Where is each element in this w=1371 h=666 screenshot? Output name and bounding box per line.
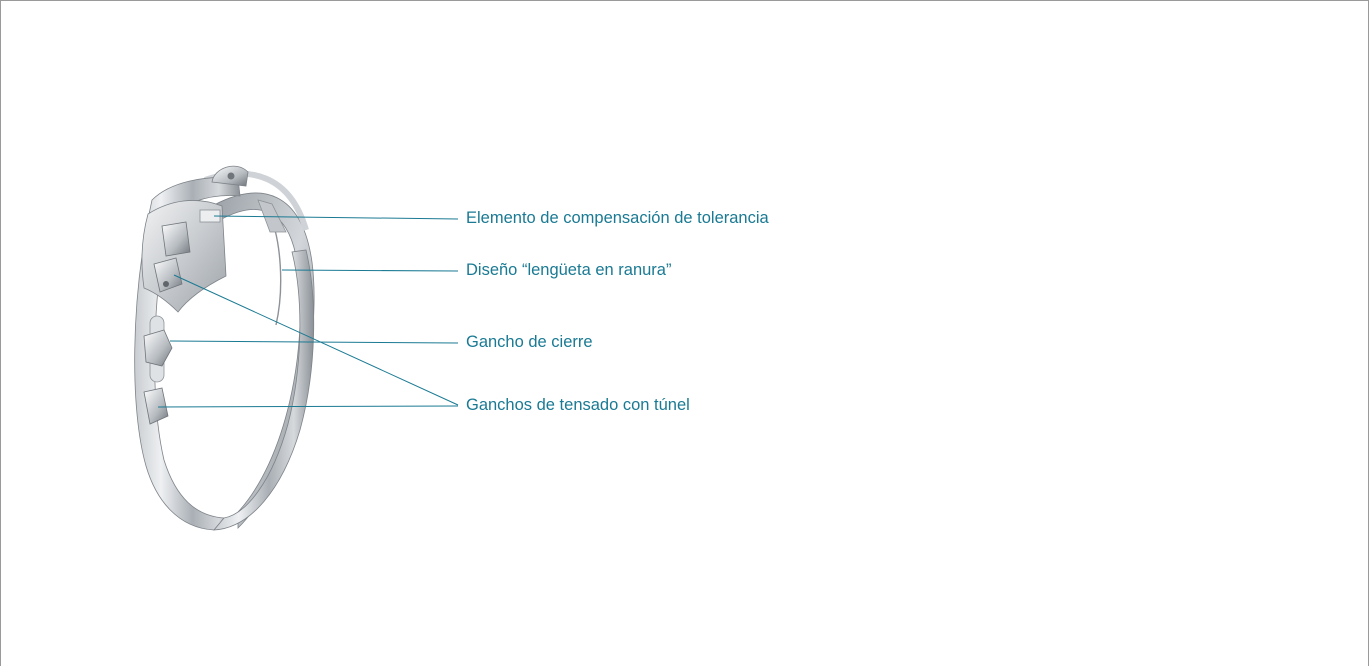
leader-lines	[157, 215, 459, 408]
label-tension-hooks: Ganchos de tensado con túnel	[466, 396, 690, 414]
label-closure-hook: Gancho de cierre	[466, 333, 593, 351]
leader-closure	[169, 340, 459, 344]
clamp-image	[134, 165, 315, 531]
hook-tunnel-1	[153, 257, 183, 293]
leader-tongue	[281, 269, 459, 272]
hook-upper	[161, 221, 191, 257]
label-tongue-in-slot: Diseño “lengüeta en ranura”	[466, 261, 672, 279]
leader-tension-2	[157, 405, 459, 408]
label-tolerance-element: Elemento de compensación de tolerancia	[466, 209, 769, 227]
leader-tension-1	[173, 274, 459, 406]
hook-tunnel-2	[143, 387, 169, 425]
leader-tolerance	[213, 215, 459, 220]
hook-closure	[143, 329, 173, 367]
